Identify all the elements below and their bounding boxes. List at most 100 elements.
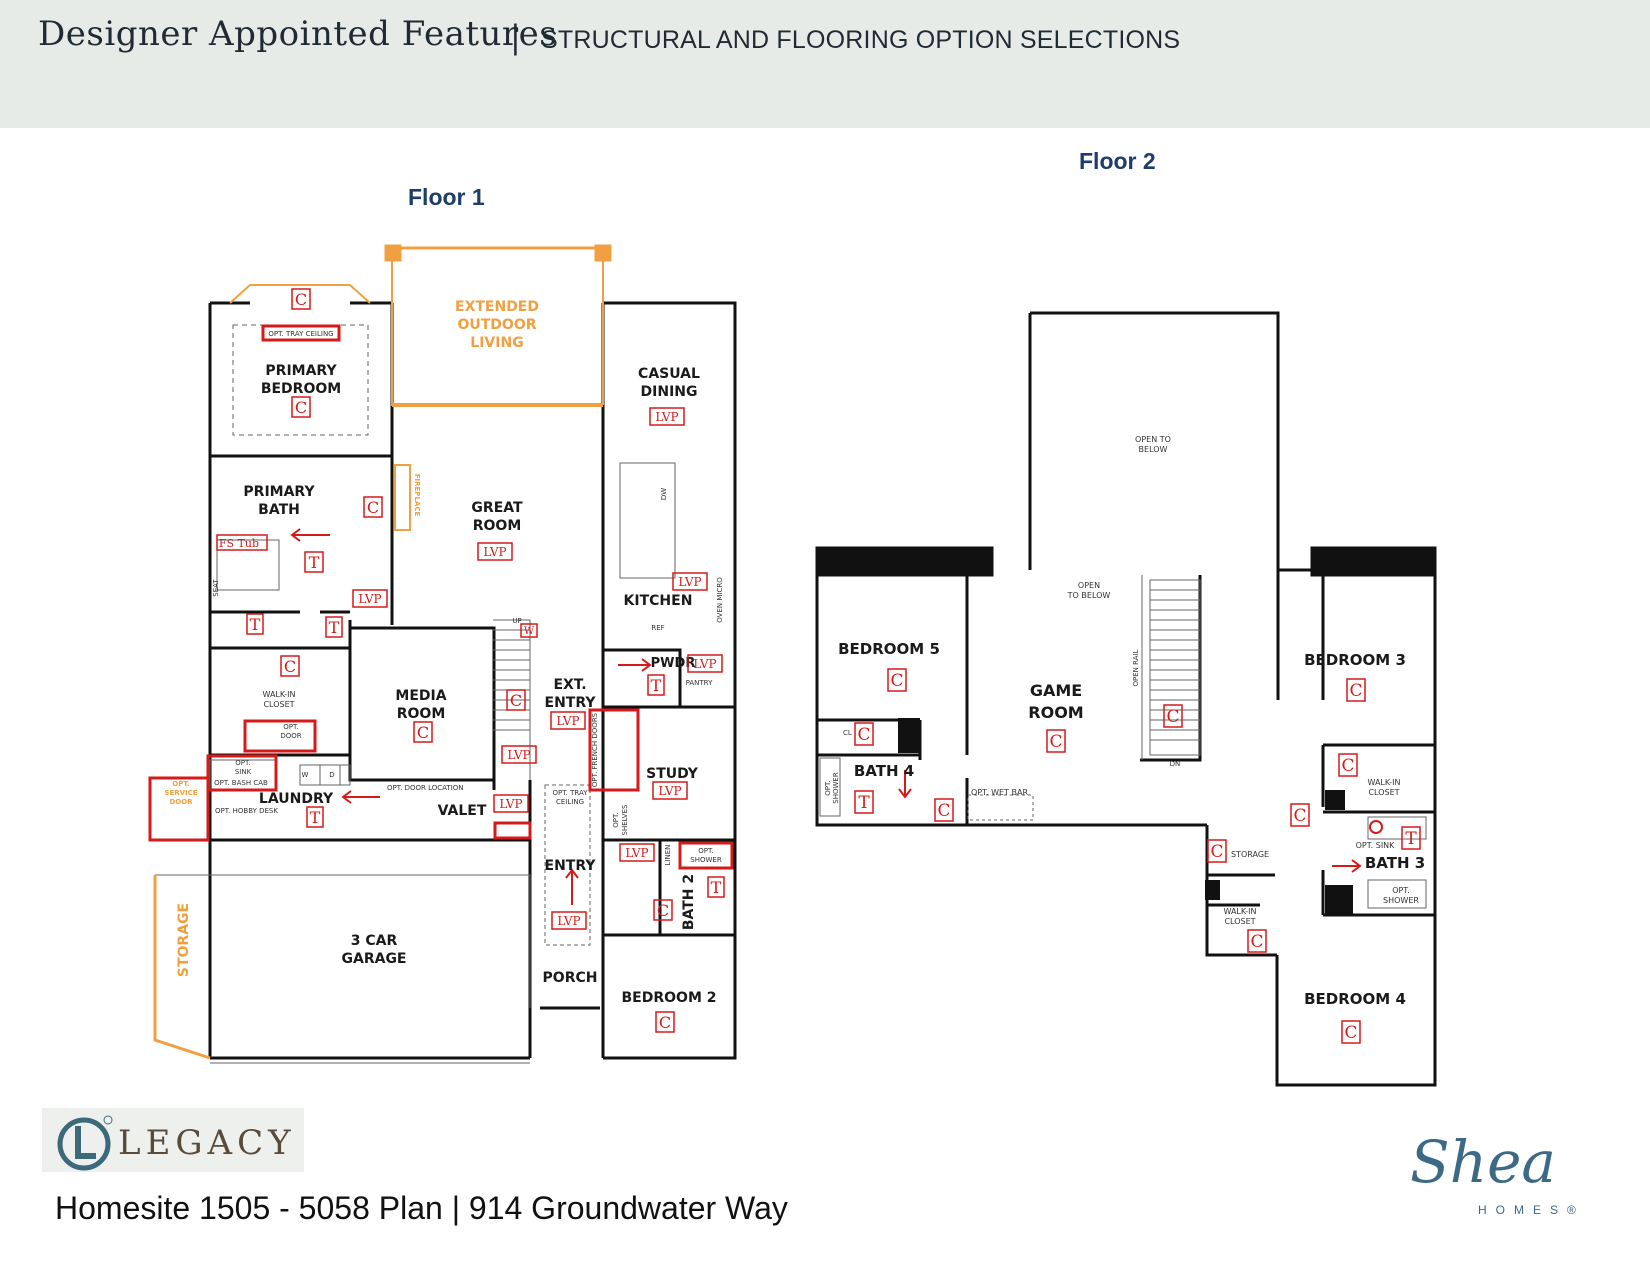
open-below1-line2: BELOW xyxy=(1139,445,1168,454)
garage-line2: GARAGE xyxy=(342,951,407,967)
opt-service-door-line3: DOOR xyxy=(169,798,193,806)
cl-label: CL xyxy=(843,729,852,737)
mark-box xyxy=(506,689,526,711)
bath3-label: BATH 3 xyxy=(1365,854,1425,872)
mark-box xyxy=(619,843,655,862)
porch-label: PORCH xyxy=(543,970,598,986)
primary-bath-line2: BATH xyxy=(258,502,300,518)
dw-label: DW xyxy=(660,488,668,500)
mark-box xyxy=(246,613,264,635)
opt-shower-a-line1: OPT. xyxy=(824,780,832,795)
walk-in-a-line1: WALK-IN xyxy=(1367,778,1400,787)
floor2-room-labels: BEDROOM 5 GAME ROOM BEDROOM 3 BATH 4 BAT… xyxy=(838,640,1425,1008)
opt-shower-a-line2: SHOWER xyxy=(832,772,840,804)
fs-tub-label: FS Tub xyxy=(219,537,259,550)
mark-lvp: LVP xyxy=(358,592,381,606)
casual-dining-line1: CASUAL xyxy=(638,366,700,382)
opt-shower-line1: OPT. xyxy=(698,847,713,855)
study-label: STUDY xyxy=(646,766,699,782)
mark-box xyxy=(352,589,388,608)
floor1-room-labels: EXTENDED OUTDOOR LIVING PRIMARY BEDROOM … xyxy=(176,299,717,1006)
mark-box xyxy=(653,899,673,921)
pwdr-label: PWDR xyxy=(651,656,696,671)
opt-shower-b-line1: OPT. xyxy=(1392,886,1410,895)
floor1-label: Floor 1 xyxy=(408,184,485,210)
mark-c: C xyxy=(890,671,903,691)
mark-lvp: LVP xyxy=(556,714,579,728)
mark-box xyxy=(291,396,311,418)
primary-bedroom-line2: BEDROOM xyxy=(261,381,341,397)
mark-box xyxy=(477,542,513,561)
mark-lvp: LVP xyxy=(625,846,648,860)
mark-box xyxy=(216,534,268,551)
floor2-marks xyxy=(854,668,1421,1044)
d-label: D xyxy=(329,771,334,779)
walk-in-closet-line2: CLOSET xyxy=(263,700,294,709)
legacy-logo xyxy=(42,1108,304,1172)
extended-outdoor-line2: OUTDOOR xyxy=(457,317,536,333)
open-below1-line1: OPEN TO xyxy=(1135,435,1171,444)
bedroom5-label: BEDROOM 5 xyxy=(838,640,940,658)
bath4-label: BATH 4 xyxy=(854,762,914,780)
bedroom4-label: BEDROOM 4 xyxy=(1304,990,1406,1008)
primary-bedroom-line1: PRIMARY xyxy=(265,363,337,379)
mark-c: C xyxy=(510,691,522,710)
opt-service-door-line2: SERVICE xyxy=(164,789,197,797)
mark-box xyxy=(1338,753,1358,777)
up-label: UP xyxy=(512,617,521,625)
shea-logo-text: Shea xyxy=(1410,1128,1556,1196)
walk-in-a-line2: CLOSET xyxy=(1368,788,1399,797)
mark-box xyxy=(550,711,586,730)
mark-box xyxy=(672,572,708,591)
mark-box xyxy=(413,721,433,743)
mark-t: T xyxy=(250,615,261,634)
mark-c: C xyxy=(659,1013,671,1032)
mark-t: T xyxy=(858,793,870,813)
opt-shower-line2: SHOWER xyxy=(690,856,722,864)
opt-door-line1: OPT. xyxy=(283,723,298,731)
page-title: Designer Appointed Features xyxy=(38,14,558,54)
valet-label: VALET xyxy=(438,803,487,819)
walk-in-b-line1: WALK-IN xyxy=(1223,907,1256,916)
mark-box xyxy=(1046,729,1066,753)
mark-lvp: LVP xyxy=(483,545,506,559)
storage2-label: STORAGE xyxy=(1231,850,1269,859)
mark-box xyxy=(363,496,383,518)
mark-t: T xyxy=(1405,829,1417,849)
mark-c: C xyxy=(284,657,296,676)
mark-box xyxy=(887,668,907,692)
extended-outdoor-line1: EXTENDED xyxy=(455,299,539,315)
w-label: W xyxy=(302,771,309,779)
red-arrows xyxy=(290,528,1362,905)
legacy-logo-mark-icon xyxy=(57,1115,113,1171)
opt-wet-bar-label: OPT. WET BAR xyxy=(971,788,1029,797)
page-subtitle: STRUCTURAL AND FLOORING OPTION SELECTION… xyxy=(541,26,1181,54)
great-room-line2: ROOM xyxy=(473,518,522,534)
media-room-line1: MEDIA xyxy=(395,688,446,704)
fireplace-label: FIREPLACE xyxy=(413,474,421,517)
floor1-marks xyxy=(216,288,725,1033)
mark-box xyxy=(854,790,874,814)
mark-t: T xyxy=(329,618,340,637)
great-room-line1: GREAT xyxy=(471,500,523,516)
floor2-dark-fills xyxy=(898,718,1353,915)
walk-in-b-line2: CLOSET xyxy=(1224,917,1255,926)
mark-lvp: LVP xyxy=(557,914,580,928)
media-room-line2: ROOM xyxy=(397,706,446,722)
homesite-address: Homesite 1505 - 5058 Plan | 914 Groundwa… xyxy=(55,1190,788,1226)
opt-shelves-line2: SHELVES xyxy=(621,804,629,835)
opt-door-line2: DOOR xyxy=(280,732,301,740)
bedroom3-label: BEDROOM 3 xyxy=(1304,651,1406,669)
floor1-small-labels: OPT. TRAY CEILING WALK-IN CLOSET OPT. DO… xyxy=(164,330,724,865)
game-room-line1: GAME xyxy=(1030,681,1082,700)
mark-lvp: LVP xyxy=(499,797,522,811)
legacy-logo-text: LEGACY xyxy=(118,1123,296,1163)
laundry-label: LAUNDRY xyxy=(259,791,334,807)
mark-box xyxy=(1247,929,1267,953)
mark-box xyxy=(304,551,324,573)
opt-sink-line2: SINK xyxy=(235,768,252,776)
mark-box xyxy=(649,407,685,426)
opt-door-location-label: OPT. DOOR LOCATION xyxy=(387,784,464,792)
mark-box xyxy=(934,798,954,822)
mark-c: C xyxy=(1341,756,1354,776)
